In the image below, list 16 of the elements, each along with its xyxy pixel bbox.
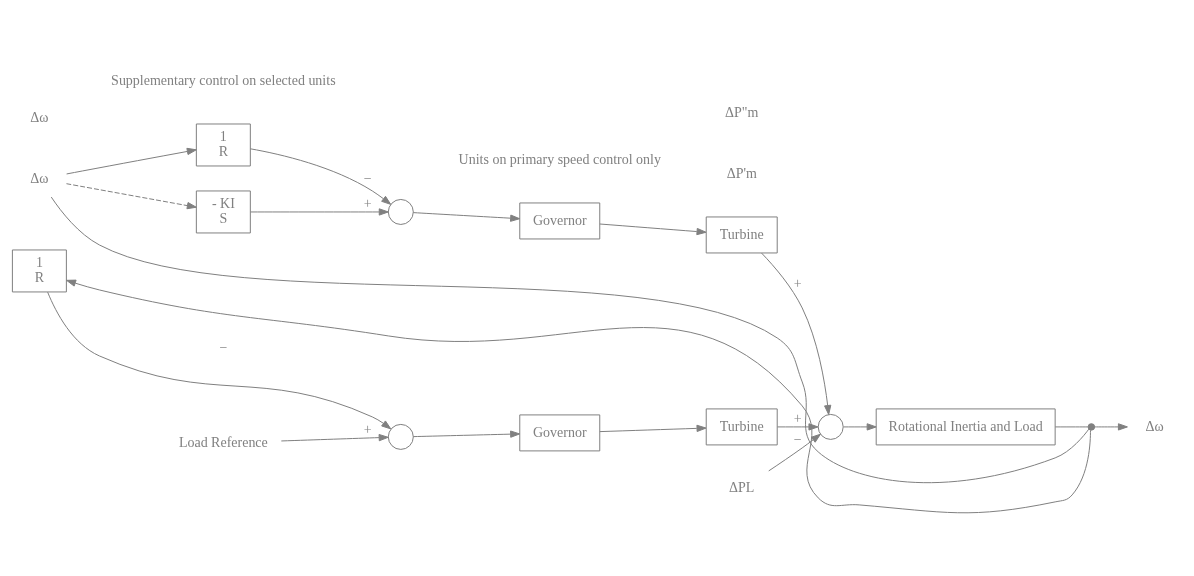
edge-label: + <box>363 422 372 438</box>
node-text: Load Reference <box>178 434 268 450</box>
edge-label: + <box>793 276 802 292</box>
edge-label: − <box>219 340 228 356</box>
edge-label: + <box>793 411 802 427</box>
label: Units on primary speed control only <box>458 151 661 167</box>
node-text: ΔPL <box>729 479 755 495</box>
edge-label: + <box>363 196 372 212</box>
label: ΔP"m <box>725 104 759 120</box>
edge-label: − <box>793 432 802 448</box>
edge-label: − <box>363 171 372 187</box>
label: Supplementary control on selected units <box>111 72 336 88</box>
node-text: Δω <box>30 170 49 186</box>
node-text: Δω <box>1145 418 1164 434</box>
label: Δω <box>30 109 49 125</box>
label: ΔP'm <box>726 165 757 181</box>
